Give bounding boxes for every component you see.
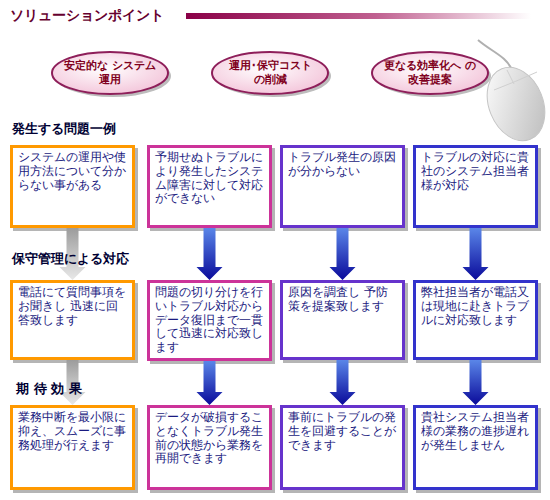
- effect-box: 事前にトラブルの発生を回避することができます: [280, 405, 405, 490]
- box-text: データが破損することなくトラブル発生前の状態から業務を再開できます: [155, 411, 264, 466]
- flow-arrow: [463, 360, 489, 405]
- response-box: 弊社担当者が電話又は現地に赴きトラブルに対応致します: [413, 280, 538, 360]
- box-text: システムの運用や使用方法について分からない事がある: [18, 151, 127, 192]
- problem-box: トラブル発生の原因が分からない: [280, 145, 405, 228]
- point-ellipse: 更なる効率化へ の改善提案: [370, 50, 490, 96]
- box-text: 原因を調査し 予防策を提案致します: [288, 286, 397, 314]
- flow-arrow: [330, 360, 356, 405]
- title-text: ソリューションポイント: [10, 7, 164, 25]
- box-text: 電話にて質問事項をお聞きし 迅速に回答致します: [18, 286, 127, 327]
- effect-box: データが破損することなくトラブル発生前の状態から業務を再開できます: [147, 405, 272, 490]
- box-text: 貴社システム担当者様の業務の進捗遅れが発生しません: [421, 411, 530, 452]
- box-text: 事前にトラブルの発生を回避することができます: [288, 411, 397, 452]
- section-heading: 期 待 効 果: [16, 380, 82, 398]
- title-bar: [186, 13, 531, 19]
- flow-arrow: [197, 361, 223, 405]
- box-text: トラブル発生の原因が分からない: [288, 151, 397, 179]
- problem-box: 予期せぬトラブルにより発生したシステム障害に対して対応ができない: [147, 145, 272, 228]
- response-box: 原因を調査し 予防策を提案致します: [280, 280, 405, 360]
- response-box: 電話にて質問事項をお聞きし 迅速に回答致します: [10, 280, 135, 360]
- box-text: 予期せぬトラブルにより発生したシステム障害に対して対応ができない: [155, 151, 264, 206]
- point-text: 更なる効率化へ の改善提案: [382, 59, 478, 87]
- box-text: 問題の切り分けを行いトラブル対応からデータ復旧まで一貫して迅速に対応致します: [155, 286, 264, 355]
- mouse-illustration: [477, 40, 550, 149]
- problem-box: システムの運用や使用方法について分からない事がある: [10, 145, 135, 228]
- flow-arrow: [197, 228, 223, 280]
- section-heading: 保守管理による対応: [12, 250, 129, 268]
- point-ellipse: 運用･保守コスト の削減: [210, 50, 330, 96]
- response-box: 問題の切り分けを行いトラブル対応からデータ復旧まで一貫して迅速に対応致します: [147, 280, 272, 361]
- box-text: 弊社担当者が電話又は現地に赴きトラブルに対応致します: [421, 286, 530, 327]
- problem-box: トラブルの対応に貴社のシステム担当者様が対応: [413, 145, 538, 228]
- point-text: 運用･保守コスト の削減: [222, 59, 318, 87]
- flow-arrow: [463, 228, 489, 280]
- box-text: 業務中断を最小限に抑え、スムーズに事務処理が行えます: [18, 411, 127, 452]
- point-ellipse: 安定的な システム運用: [50, 50, 170, 96]
- section-heading: 発生する問題一例: [12, 120, 116, 138]
- effect-box: 貴社システム担当者様の業務の進捗遅れが発生しません: [413, 405, 538, 490]
- box-text: トラブルの対応に貴社のシステム担当者様が対応: [421, 151, 530, 192]
- effect-box: 業務中断を最小限に抑え、スムーズに事務処理が行えます: [10, 405, 135, 490]
- flow-arrow: [330, 228, 356, 280]
- point-text: 安定的な システム運用: [62, 59, 158, 87]
